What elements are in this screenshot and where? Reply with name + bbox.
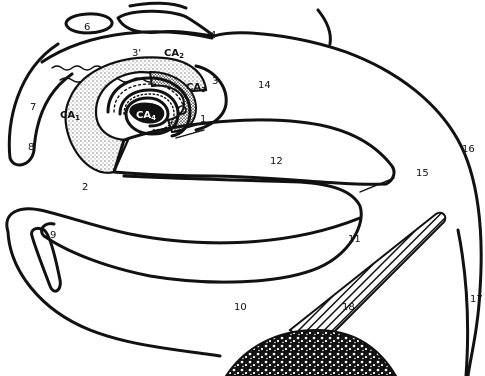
label-2: 2	[82, 182, 88, 193]
label-12: 12	[270, 156, 283, 167]
structure-17-boundary	[458, 230, 468, 376]
label-3: 3	[212, 76, 218, 87]
structure-11-outline	[42, 176, 362, 282]
label-1: 1	[200, 114, 206, 125]
label-7: 7	[30, 102, 36, 113]
structure-12-ventricle	[114, 120, 394, 184]
label-16: 16	[462, 144, 475, 155]
label-ca2: CA2	[164, 48, 184, 60]
label-8: 8	[28, 142, 34, 153]
label-15: 15	[416, 168, 429, 179]
label-18: 18	[342, 302, 355, 313]
label-17: 17	[470, 294, 483, 305]
structure-10-outline	[7, 209, 360, 243]
label-11: 11	[348, 234, 361, 245]
label-3-prime: 3'	[132, 48, 141, 59]
bottom-dark-mass	[226, 330, 396, 376]
label-9: 9	[50, 230, 56, 241]
structure-10-lower-boundary	[8, 232, 220, 356]
outer-boundary-top-left	[130, 3, 186, 8]
label-10: 10	[234, 302, 247, 313]
outer-arc-top	[42, 32, 212, 62]
outer-boundary	[214, 33, 481, 376]
label-4: 4	[210, 30, 216, 41]
label-6: 6	[84, 22, 90, 33]
label-14: 14	[258, 80, 271, 91]
outer-boundary-top-right	[318, 10, 330, 44]
